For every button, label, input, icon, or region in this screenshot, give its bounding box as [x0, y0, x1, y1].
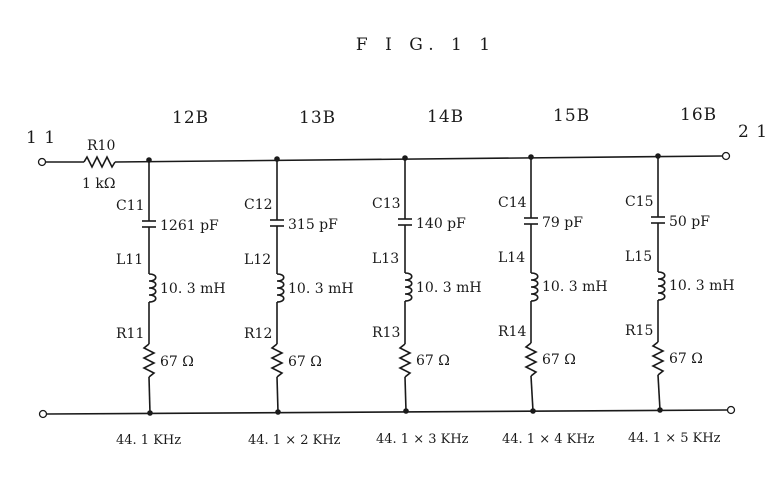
bottom-junction-dot: [403, 408, 409, 414]
resistor-symbol: [142, 343, 156, 378]
capacitor-value: 315 pF: [288, 217, 338, 233]
bottom-left-terminal: [38, 409, 48, 419]
inductor-symbol: [404, 272, 413, 302]
branch-12b: 12B C11 1261 pF L11 10. 3 mH R11 67 Ω 44…: [116, 108, 226, 448]
resistor-value: 67 Ω: [669, 351, 703, 367]
input-resistor-label: R10: [87, 138, 115, 154]
resistor-label: R11: [116, 326, 144, 342]
resistor-symbol: [398, 343, 412, 378]
inductor-value: 10. 3 mH: [288, 281, 354, 297]
resistor-label: R15: [625, 323, 653, 339]
branch-node-label: 14B: [427, 107, 464, 127]
input-resistor-value: 1 kΩ: [82, 176, 115, 192]
capacitor-value: 79 pF: [542, 215, 583, 231]
capacitor-value: 140 pF: [416, 216, 466, 232]
bottom-bus-wire: [46, 409, 728, 415]
inductor-symbol: [530, 272, 539, 302]
inductor-symbol: [148, 273, 157, 303]
resistor-value: 67 Ω: [160, 354, 194, 370]
branch-16b: 16B C15 50 pF L15 10. 3 mH R15 67 Ω 44. …: [625, 105, 735, 446]
resistor-symbol: [524, 342, 538, 377]
capacitor-label: C14: [498, 195, 527, 211]
inductor-label: L15: [625, 249, 652, 265]
branch-13b: 13B C12 315 pF L12 10. 3 mH R12 67 Ω 44.…: [244, 108, 354, 448]
branch-node-label: 13B: [299, 108, 336, 128]
inductor-value: 10. 3 mH: [542, 279, 608, 295]
bottom-junction-dot: [530, 408, 536, 414]
resistor-value: 67 Ω: [542, 352, 576, 368]
branch-node-label: 12B: [172, 108, 209, 128]
inductor-symbol: [657, 271, 666, 301]
resistor-label: R13: [372, 325, 400, 341]
top-bus-wire: [114, 155, 723, 163]
resonant-frequency: 44. 1 × 5 KHz: [628, 431, 721, 446]
branch-node-label: 16B: [680, 105, 717, 125]
bottom-junction-dot: [147, 410, 153, 416]
inductor-value: 10. 3 mH: [160, 281, 226, 297]
branch-15b: 15B C14 79 pF L14 10. 3 mH R14 67 Ω 44. …: [498, 106, 608, 447]
resistor-symbol: [270, 343, 284, 378]
inductor-label: L14: [498, 250, 525, 266]
capacitor-label: C11: [116, 198, 145, 214]
branch-14b: 14B C13 140 pF L13 10. 3 mH R13 67 Ω 44.…: [372, 107, 482, 447]
resonant-frequency: 44. 1 × 2 KHz: [248, 433, 341, 448]
resonant-frequency: 44. 1 × 3 KHz: [376, 432, 469, 447]
inductor-label: L13: [372, 251, 399, 267]
output-node-label: 2 1: [738, 122, 768, 142]
resistor-label: R12: [244, 326, 272, 342]
inductor-label: L11: [116, 252, 143, 268]
resistor-label: R14: [498, 324, 526, 340]
input-node-label: 1 1: [26, 128, 56, 148]
resistor-value: 67 Ω: [288, 354, 322, 370]
capacitor-value: 1261 pF: [160, 218, 219, 234]
resonant-frequency: 44. 1 × 4 KHz: [502, 432, 595, 447]
inductor-value: 10. 3 mH: [669, 278, 735, 294]
capacitor-label: C13: [372, 196, 401, 212]
bottom-junction-dot: [657, 407, 663, 413]
bottom-right-terminal: [726, 405, 736, 415]
inductor-value: 10. 3 mH: [416, 280, 482, 296]
figure-title: F I G. 1 1: [356, 35, 496, 55]
resistor-symbol: [651, 341, 665, 376]
inductor-symbol: [276, 273, 285, 303]
bottom-junction-dot: [275, 409, 281, 415]
output-terminal: [721, 151, 731, 161]
resonant-frequency: 44. 1 KHz: [116, 433, 181, 448]
input-terminal: [37, 157, 47, 167]
capacitor-value: 50 pF: [669, 214, 710, 230]
input-resistor-symbol: [83, 155, 116, 169]
capacitor-label: C15: [625, 194, 654, 210]
resistor-value: 67 Ω: [416, 353, 450, 369]
capacitor-label: C12: [244, 197, 273, 213]
branch-node-label: 15B: [553, 106, 590, 126]
inductor-label: L12: [244, 252, 271, 268]
